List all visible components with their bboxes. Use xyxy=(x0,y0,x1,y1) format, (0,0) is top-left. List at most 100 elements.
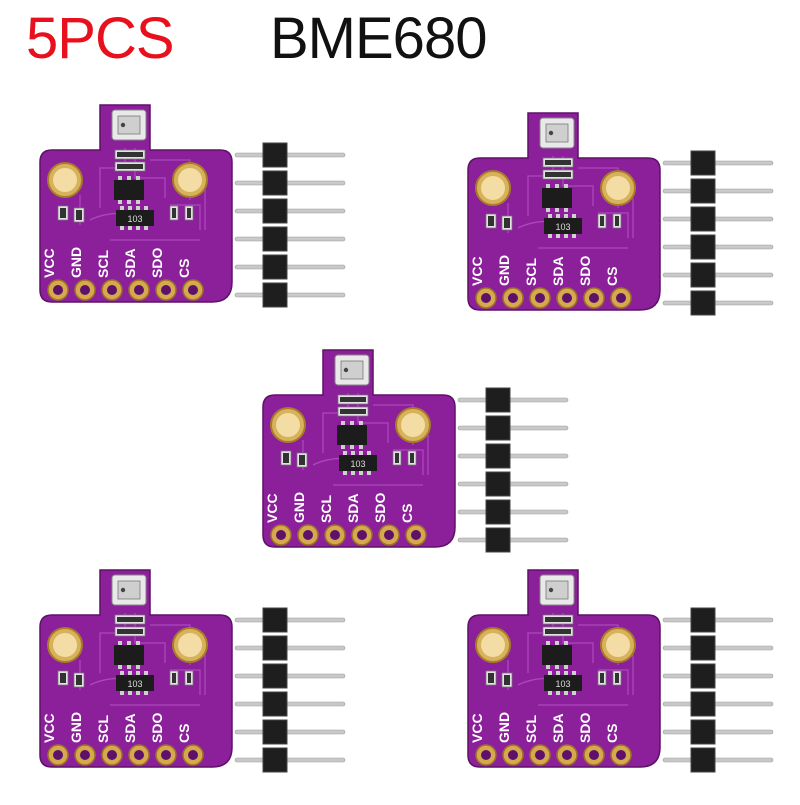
pin-pad-scl xyxy=(529,744,551,766)
pin-pad-sda xyxy=(556,744,578,766)
mounting-hole xyxy=(395,407,431,443)
header-pin xyxy=(234,254,346,280)
pin-label-sdo: SDO xyxy=(149,713,165,743)
resistor-array: 103 xyxy=(116,206,154,230)
header-pin xyxy=(662,234,774,260)
pin-label-vcc: VCC xyxy=(41,248,57,278)
pin-header-strip xyxy=(662,150,774,316)
pin-label-sdo: SDO xyxy=(149,248,165,278)
pin-label-sda: SDA xyxy=(550,713,566,743)
header-pin xyxy=(234,198,346,224)
pin-label-gnd: GND xyxy=(291,492,307,523)
chip-marking: 103 xyxy=(555,222,570,232)
header-pin xyxy=(662,206,774,232)
pin-label-sdo: SDO xyxy=(577,713,593,743)
pin-pad-sdo xyxy=(155,744,177,766)
pin-pad-sda xyxy=(556,287,578,309)
pin-pad-gnd xyxy=(502,287,524,309)
pin-label-cs: CS xyxy=(604,267,620,286)
pin-pad-vcc xyxy=(475,744,497,766)
pin-pad-vcc xyxy=(47,744,69,766)
pin-label-scl: SCL xyxy=(523,258,539,286)
pin-label-gnd: GND xyxy=(496,712,512,743)
pin-label-gnd: GND xyxy=(68,247,84,278)
header-pin xyxy=(234,226,346,252)
pin-header-strip xyxy=(234,607,346,773)
pin-pad-sda xyxy=(128,279,150,301)
header-pin xyxy=(234,691,346,717)
pin-pad-vcc xyxy=(47,279,69,301)
regulator-ic xyxy=(114,176,144,204)
bme680-sensor-chip xyxy=(539,117,575,149)
mounting-hole xyxy=(172,162,208,198)
smd-components xyxy=(57,149,194,223)
mounting-hole xyxy=(600,170,636,206)
pin-pad-sda xyxy=(351,524,373,546)
pin-label-cs: CS xyxy=(399,504,415,523)
pin-pad-sdo xyxy=(155,279,177,301)
header-pin xyxy=(457,499,569,525)
pin-label-vcc: VCC xyxy=(469,713,485,743)
pin-pad-scl xyxy=(101,744,123,766)
pin-label-gnd: GND xyxy=(496,255,512,286)
header-pin xyxy=(234,635,346,661)
pin-pad-gnd xyxy=(74,744,96,766)
header-pin xyxy=(234,170,346,196)
pin-header-strip xyxy=(457,387,569,553)
pin-label-cs: CS xyxy=(176,724,192,743)
pin-label-sda: SDA xyxy=(345,493,361,523)
bme680-sensor-chip xyxy=(334,354,370,386)
smd-components xyxy=(485,614,622,688)
chip-marking: 103 xyxy=(127,679,142,689)
header-pin xyxy=(662,747,774,773)
pin-pad-cs xyxy=(610,287,632,309)
header-pin xyxy=(662,663,774,689)
mounting-hole xyxy=(47,162,83,198)
pin-label-scl: SCL xyxy=(318,495,334,523)
header-pin xyxy=(457,443,569,469)
header-pin xyxy=(662,290,774,316)
model-label: BME680 xyxy=(270,6,487,71)
header-pin xyxy=(457,471,569,497)
pin-pad-cs xyxy=(610,744,632,766)
mounting-hole xyxy=(270,407,306,443)
pin-label-sda: SDA xyxy=(122,713,138,743)
resistor-array: 103 xyxy=(116,671,154,695)
smd-components xyxy=(485,157,622,231)
header-pin xyxy=(662,691,774,717)
header-pin xyxy=(234,607,346,633)
chip-marking: 103 xyxy=(127,214,142,224)
header-pin xyxy=(662,607,774,633)
header-pin xyxy=(662,719,774,745)
pin-label-vcc: VCC xyxy=(469,256,485,286)
resistor-array: 103 xyxy=(544,214,582,238)
smd-components xyxy=(280,394,417,468)
header-pin xyxy=(457,415,569,441)
pin-pad-vcc xyxy=(475,287,497,309)
mounting-hole xyxy=(47,627,83,663)
pin-pad-cs xyxy=(182,744,204,766)
pin-label-vcc: VCC xyxy=(264,493,280,523)
quantity-label: 5PCS xyxy=(26,6,175,71)
pin-header-strip xyxy=(662,607,774,773)
header-pin xyxy=(234,663,346,689)
pin-pad-sda xyxy=(128,744,150,766)
header-pin xyxy=(234,282,346,308)
pin-label-sdo: SDO xyxy=(372,493,388,523)
mounting-hole xyxy=(475,627,511,663)
pin-pad-scl xyxy=(101,279,123,301)
pin-pad-gnd xyxy=(74,279,96,301)
pin-label-cs: CS xyxy=(604,724,620,743)
regulator-ic xyxy=(337,421,367,449)
pin-label-vcc: VCC xyxy=(41,713,57,743)
resistor-array: 103 xyxy=(544,671,582,695)
bme680-sensor-chip xyxy=(111,109,147,141)
pin-label-cs: CS xyxy=(176,259,192,278)
pin-header-strip xyxy=(234,142,346,308)
regulator-ic xyxy=(114,641,144,669)
header-pin xyxy=(457,527,569,553)
